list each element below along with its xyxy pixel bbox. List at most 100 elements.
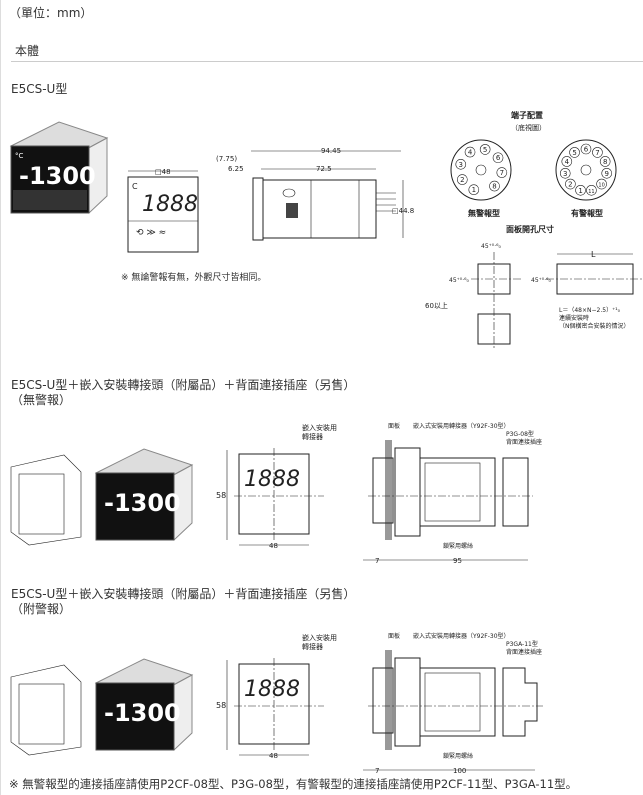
pin-circle bbox=[492, 152, 504, 164]
svg-text:鎖緊用螺絲: 鎖緊用螺絲 bbox=[443, 752, 473, 760]
svg-text:嵌入安裝用: 嵌入安裝用 bbox=[302, 423, 337, 432]
s3-heading: E5CS-U型＋嵌入安裝轉接頭（附屬品）＋背面連接插座（另售） bbox=[11, 587, 356, 601]
footnote: ※ 無警報型的連接插座請使用P2CF-08型、P3G-08型，有警報型的連接插座… bbox=[9, 777, 578, 791]
svg-text:P3GA-11型: P3GA-11型 bbox=[506, 640, 538, 648]
pin-circle bbox=[489, 180, 500, 192]
pin-circle bbox=[559, 167, 571, 179]
pin-number: 11 bbox=[588, 189, 594, 195]
pin-circle bbox=[575, 184, 586, 196]
s3-adapter-photo bbox=[10, 664, 82, 756]
pin-number: 2 bbox=[568, 181, 572, 189]
pin-number: 6 bbox=[496, 154, 501, 162]
pin-number: 7 bbox=[595, 149, 599, 157]
pin-circle bbox=[561, 156, 573, 167]
pin-number: 4 bbox=[565, 158, 570, 166]
s1-panel-cutout: 面板開孔尺寸 45⁺⁰·⁶₀ 45⁺⁰·⁶₀ 60以上 45⁺⁰·⁶₀ L L＝… bbox=[425, 224, 643, 350]
pin-number: 10 bbox=[598, 183, 604, 189]
s3-side-drawing: 面板 嵌入式安裝用轉接器（Y92F-30型） P3GA-11型 背面連接插座 鎖… bbox=[363, 632, 543, 775]
svg-text:7: 7 bbox=[375, 767, 379, 775]
svg-text:L: L bbox=[591, 250, 596, 259]
svg-text:94.45: 94.45 bbox=[321, 147, 341, 155]
svg-text:有警報型: 有警報型 bbox=[571, 208, 603, 218]
svg-text:□44.8: □44.8 bbox=[392, 207, 414, 215]
svg-text:1888: 1888 bbox=[244, 467, 300, 492]
svg-text:□48: □48 bbox=[155, 168, 171, 176]
svg-text:⟲ ≫ ≈: ⟲ ≫ ≈ bbox=[136, 228, 166, 238]
s2-product-photo: -1300 bbox=[94, 448, 194, 541]
divider bbox=[11, 61, 643, 62]
svg-text:58: 58 bbox=[216, 701, 226, 710]
svg-text:無警報型: 無警報型 bbox=[468, 208, 500, 218]
section-title: 本體 bbox=[15, 44, 40, 58]
svg-text:48: 48 bbox=[269, 542, 278, 550]
s2-adapter-photo bbox=[10, 454, 82, 546]
svg-text:58: 58 bbox=[216, 491, 226, 500]
svg-text:100: 100 bbox=[453, 767, 466, 775]
pin-circle bbox=[601, 167, 613, 179]
svg-text:(7.75): (7.75) bbox=[216, 155, 237, 163]
svg-text:面板開孔尺寸: 面板開孔尺寸 bbox=[506, 224, 554, 234]
svg-text:嵌入式安裝用轉接器（Y92F-30型）: 嵌入式安裝用轉接器（Y92F-30型） bbox=[413, 632, 510, 640]
pin-number: 5 bbox=[483, 146, 487, 154]
pin-circle bbox=[464, 146, 476, 158]
s1-side-drawing: 94.45 (7.75) 6.25 72.5 □44.8 bbox=[216, 147, 414, 241]
svg-text:（底視圖）: （底視圖） bbox=[511, 123, 546, 132]
s2-heading: E5CS-U型＋嵌入安裝轉接頭（附屬品）＋背面連接插座（另售） bbox=[11, 378, 356, 392]
svg-text:背面連接插座: 背面連接插座 bbox=[506, 648, 542, 656]
pin-number: 3 bbox=[459, 161, 463, 169]
pin-circle bbox=[586, 184, 597, 196]
svg-text:連續安裝時: 連續安裝時 bbox=[559, 314, 589, 322]
svg-text:-1300: -1300 bbox=[19, 162, 96, 190]
svg-text:P3G-08型: P3G-08型 bbox=[506, 430, 534, 438]
svg-text:1888: 1888 bbox=[142, 192, 198, 217]
svg-text:背面連接插座: 背面連接插座 bbox=[506, 438, 542, 446]
svg-text:72.5: 72.5 bbox=[316, 165, 332, 173]
svg-text:C: C bbox=[132, 182, 138, 191]
svg-text:轉接器: 轉接器 bbox=[302, 432, 323, 441]
svg-text:6.25: 6.25 bbox=[228, 165, 244, 173]
pin-circle bbox=[496, 167, 508, 178]
pin-circle bbox=[580, 143, 592, 155]
pin-number: 2 bbox=[460, 176, 464, 184]
svg-text:端子配置: 端子配置 bbox=[511, 110, 543, 120]
svg-text:嵌入安裝用: 嵌入安裝用 bbox=[302, 633, 337, 642]
svg-text:°C: °C bbox=[15, 152, 24, 160]
svg-text:60以上: 60以上 bbox=[425, 301, 448, 310]
s2-front-drawing: 嵌入安裝用 轉接器 58 1888 48 bbox=[216, 423, 337, 550]
svg-text:45⁺⁰·⁶₀: 45⁺⁰·⁶₀ bbox=[449, 277, 470, 284]
pin-number: 8 bbox=[603, 158, 607, 166]
svg-text:（N個橫密合安裝的情況）: （N個橫密合安裝的情況） bbox=[559, 322, 630, 330]
svg-text:L＝（48×N−2.5）⁺¹₀: L＝（48×N−2.5）⁺¹₀ bbox=[559, 307, 621, 314]
pin-circle bbox=[592, 147, 603, 158]
pin-number: 1 bbox=[578, 187, 582, 195]
pin-number: 1 bbox=[472, 186, 476, 194]
svg-text:1888: 1888 bbox=[244, 677, 300, 702]
pin-number: 3 bbox=[563, 170, 567, 178]
pin-number: 9 bbox=[605, 170, 609, 178]
pin-number: 6 bbox=[584, 146, 589, 154]
svg-text:7: 7 bbox=[375, 557, 379, 565]
svg-text:面板: 面板 bbox=[388, 422, 400, 430]
svg-text:-1300: -1300 bbox=[104, 489, 181, 517]
unit-note: （單位：mm） bbox=[9, 6, 93, 20]
svg-text:45⁺⁰·⁶₀: 45⁺⁰·⁶₀ bbox=[531, 277, 552, 284]
svg-text:95: 95 bbox=[453, 557, 462, 565]
pin-circle bbox=[468, 184, 480, 196]
pin-circle bbox=[455, 159, 467, 170]
pin-circle bbox=[479, 144, 491, 155]
s2-subheading: （無警報） bbox=[11, 393, 72, 407]
pin-number: 4 bbox=[468, 149, 473, 157]
s1-heading: E5CS-U型 bbox=[11, 82, 68, 96]
pin-circle bbox=[596, 178, 607, 190]
svg-text:嵌入式安裝用轉接器（Y92F-30型）: 嵌入式安裝用轉接器（Y92F-30型） bbox=[413, 422, 510, 430]
pin-circle bbox=[457, 174, 468, 185]
svg-text:-1300: -1300 bbox=[104, 699, 181, 727]
s1-front-drawing: □48 C 1888 ⟲ ≫ ≈ bbox=[127, 168, 199, 253]
s3-front-drawing: 嵌入安裝用 轉接器 58 1888 48 bbox=[216, 633, 337, 760]
pin-circle bbox=[565, 178, 576, 190]
pin-number: 5 bbox=[572, 149, 576, 157]
pin-number: 7 bbox=[500, 169, 504, 177]
